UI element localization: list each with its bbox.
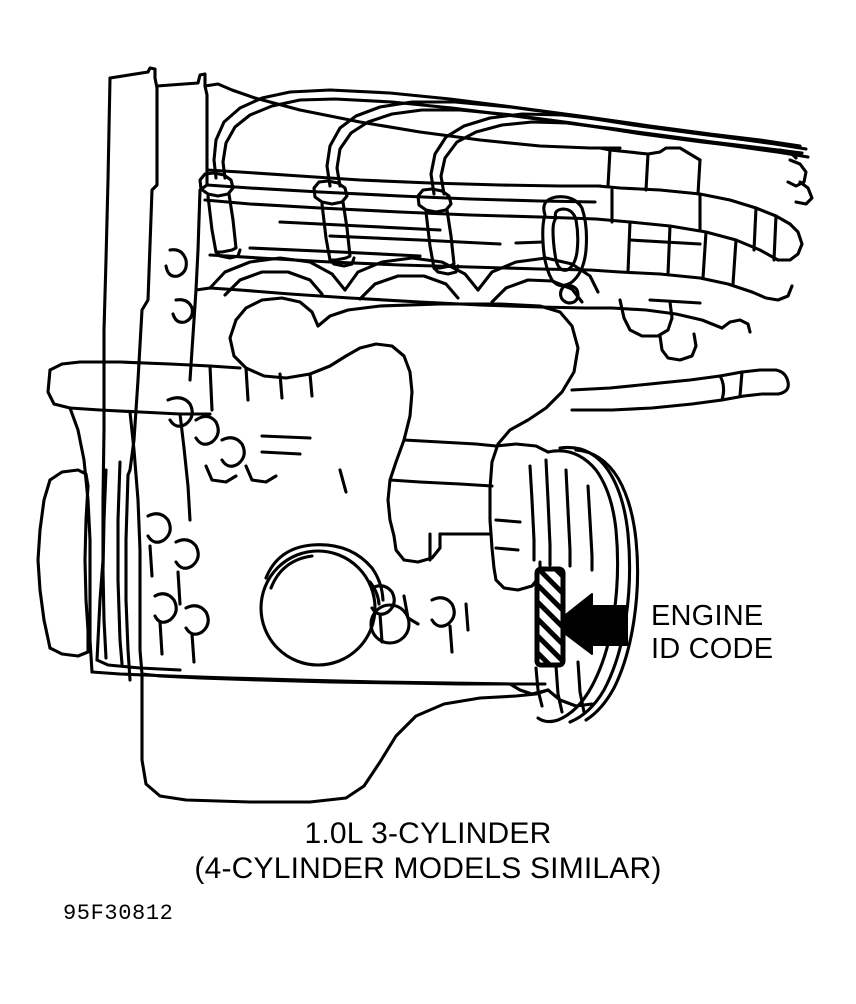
oil-pan [140,672,550,804]
small-boss [369,603,411,645]
bell-housing [528,445,640,724]
id-code-hatched-rect [534,566,566,668]
exhaust-runners [208,256,600,304]
lifting-eye [514,195,589,305]
callout-line-2: ID CODE [651,633,774,665]
callout-arrow-icon [562,593,628,655]
engine-id-code-pad [534,566,566,668]
crankshaft-pulley [36,460,124,666]
caption-line-2: (4-CYLINDER MODELS SIMILAR) [194,852,662,885]
engine-linework [36,66,814,804]
spark-plug-wire-3 [429,112,810,196]
core-plug [259,543,385,667]
spark-plug-boot-2 [312,179,356,268]
engine-id-code-callout: ENGINE ID CODE [651,600,773,666]
spark-plug-boot-1 [198,171,242,260]
block-detail-lines [244,366,522,562]
figure-id-code: 95F30812 [63,901,174,926]
figure-caption: 1.0L 3-CYLINDER (4-CYLINDER MODELS SIMIL… [0,816,856,886]
valve-cover-end [95,66,209,682]
bellhousing-flange [494,442,550,696]
intake-manifold-ledge [388,438,498,488]
callout-line-1: ENGINE [651,600,764,632]
block-casting-marks [146,396,278,664]
coolant-hose [570,368,790,412]
transmission-nose [778,148,814,206]
valve-cover [203,82,622,272]
intake-manifold [228,296,580,592]
transmission-case [583,146,804,334]
caption-line-1: 1.0L 3-CYLINDER [304,817,552,850]
transmission-lower-neck [618,298,698,362]
